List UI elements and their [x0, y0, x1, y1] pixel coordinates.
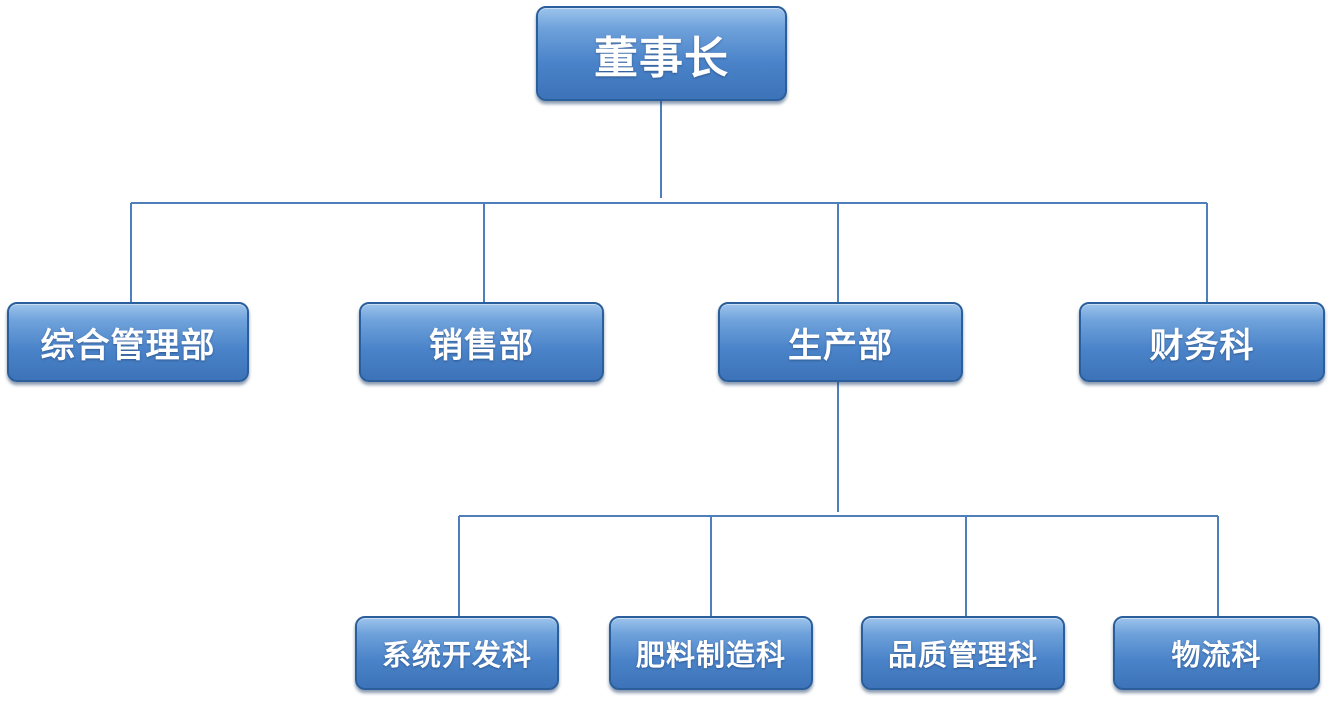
node-label: 生产部 [788, 325, 893, 366]
node-label: 品质管理科 [887, 638, 1038, 672]
node-label: 物流科 [1171, 638, 1262, 672]
node-label: 综合管理部 [40, 325, 216, 366]
node-finance-section: 财务科 [1079, 302, 1325, 382]
node-system-dev-section: 系统开发科 [355, 616, 559, 690]
node-label: 财务科 [1149, 325, 1255, 366]
node-sales-dept: 销售部 [359, 302, 604, 382]
node-logistics-section: 物流科 [1113, 616, 1320, 690]
node-label: 系统开发科 [381, 638, 532, 672]
node-label: 销售部 [429, 325, 534, 366]
node-production-dept: 生产部 [718, 302, 963, 382]
node-chairman: 董事长 [536, 6, 787, 101]
node-label: 董事长 [594, 32, 729, 84]
node-label: 肥料制造科 [635, 638, 786, 672]
node-fertilizer-section: 肥料制造科 [609, 616, 813, 690]
node-quality-section: 品质管理科 [861, 616, 1065, 690]
node-general-admin-dept: 综合管理部 [7, 302, 249, 382]
